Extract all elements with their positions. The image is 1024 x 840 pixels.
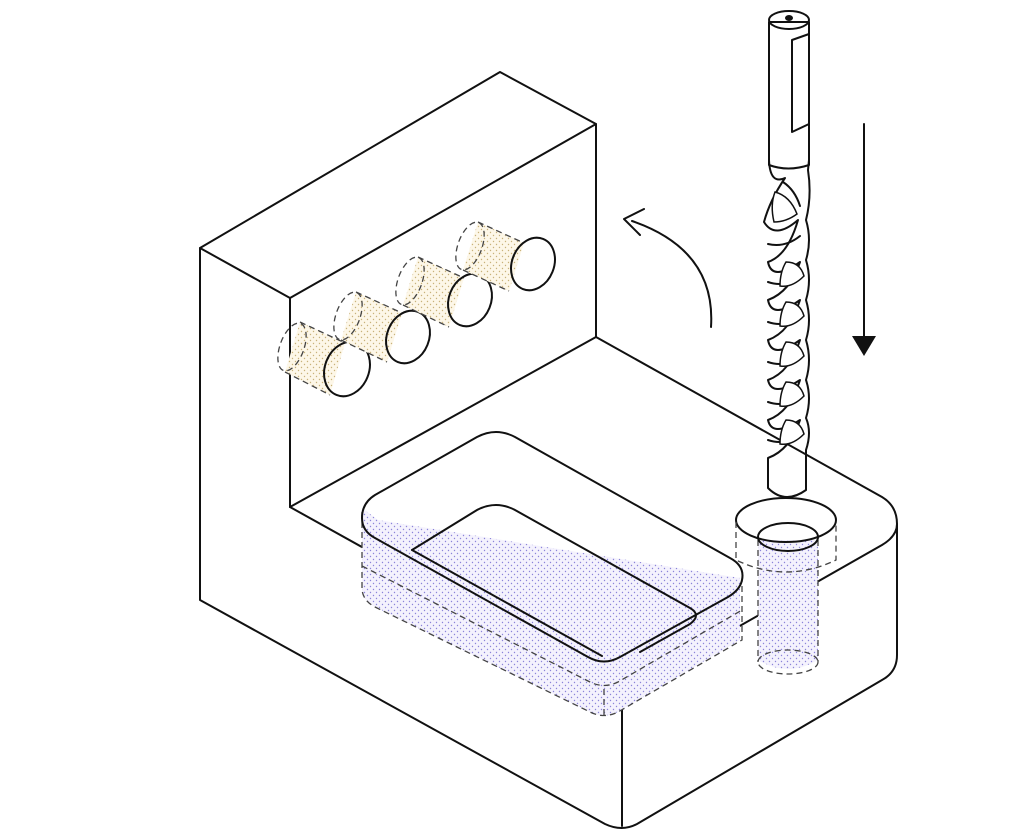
pocket-depth-volume	[362, 508, 740, 716]
drill-fluted-body	[763, 159, 811, 498]
pocket-floor	[411, 504, 697, 653]
l-shaped-block	[199, 71, 898, 829]
drill-shank	[768, 21, 810, 170]
side-hole-4-bore	[463, 222, 524, 291]
side-hole-2-bore-edges	[340, 291, 403, 363]
downward-feed-arrow	[852, 123, 876, 356]
curved-arrow-head	[623, 208, 645, 236]
row-of-four-side-holes	[277, 221, 556, 398]
hole-counterbore-depth	[735, 522, 837, 573]
wall-top-edge	[199, 123, 597, 299]
hole-counterbore	[735, 497, 837, 543]
rectangular-pocket	[361, 431, 744, 719]
drilled-hole	[735, 497, 837, 675]
side-hole-4-opening	[510, 236, 556, 292]
hole-opening	[757, 522, 819, 552]
side-hole-2-bore	[341, 292, 402, 362]
drill-center-hole	[785, 15, 793, 21]
side-hole-4	[455, 221, 556, 292]
curved-arrow-shaft	[631, 220, 713, 328]
drill-flute-white-3	[779, 301, 805, 328]
twist-drill-bit	[763, 10, 811, 498]
drill-flat-groove	[791, 33, 810, 133]
side-hole-2-back	[333, 291, 363, 341]
side-hole-3-back	[395, 256, 425, 306]
curved-rotation-arrow	[623, 208, 713, 328]
feed-arrow-head	[852, 336, 876, 356]
side-hole-3-bore	[403, 257, 464, 327]
side-hole-4-bore-edges	[462, 221, 525, 292]
hole-depth-volume	[758, 540, 818, 669]
block-outline	[199, 71, 898, 829]
pocket-opening	[361, 431, 744, 663]
drill-flute-white-2	[779, 261, 805, 288]
drill-flute-white-4	[779, 341, 805, 368]
side-hole-3-bore-edges	[402, 256, 465, 328]
hole-hidden-walls	[757, 540, 819, 662]
drill-flute-white-6	[779, 419, 805, 446]
side-hole-1-bore-edges	[284, 321, 346, 396]
hole-bottom	[757, 649, 819, 675]
side-hole-4-back	[455, 221, 485, 271]
side-hole-1-back	[277, 322, 307, 372]
side-hole-1-bore	[285, 322, 345, 395]
drill-flute-white-5	[779, 381, 805, 408]
pocket-hidden-outline	[361, 512, 743, 717]
pocket-floor-edge	[411, 549, 603, 657]
floor-wall-edge	[289, 336, 597, 508]
drill-shank-top	[768, 10, 810, 30]
pocket-hidden-inner	[361, 565, 743, 687]
drill-flute-white-1	[771, 191, 798, 223]
